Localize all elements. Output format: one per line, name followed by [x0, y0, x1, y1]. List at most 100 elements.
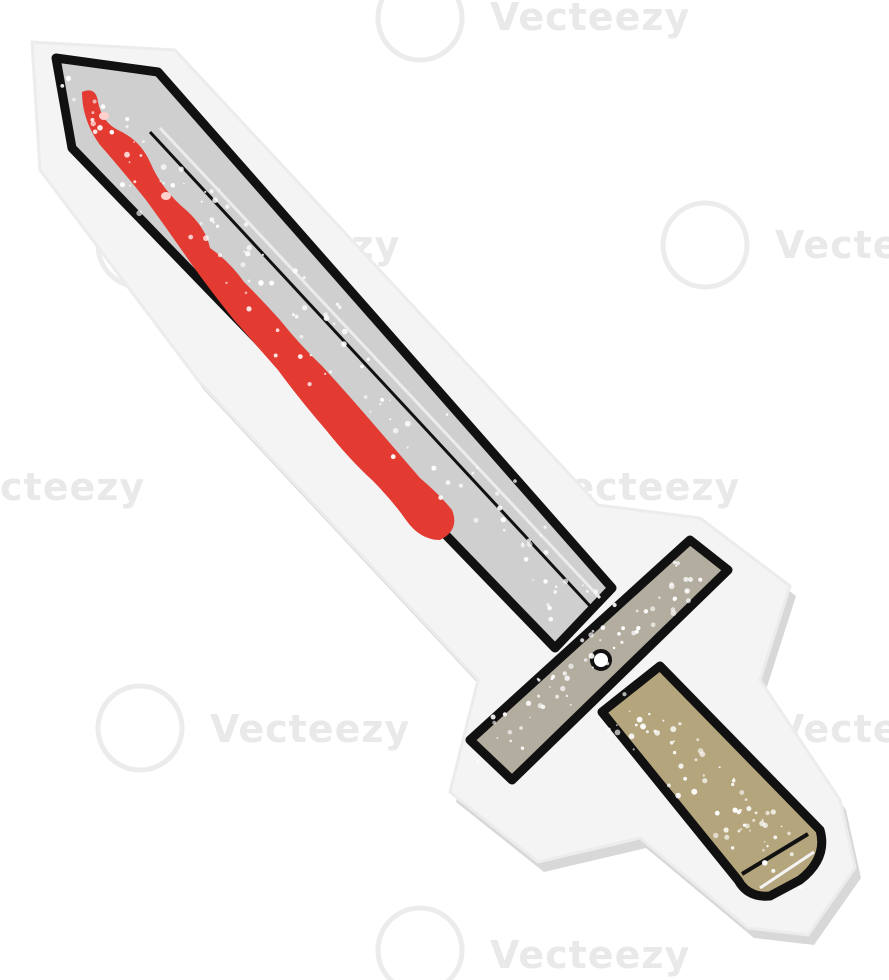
speckle — [513, 479, 517, 483]
speckle — [324, 372, 327, 375]
speckle — [258, 280, 264, 286]
speckle — [307, 382, 312, 387]
speckle — [771, 868, 776, 873]
speckle — [159, 180, 162, 183]
sword-grip — [597, 661, 827, 901]
speckle — [246, 245, 252, 251]
sword-blade — [51, 53, 617, 653]
speckle — [702, 778, 708, 784]
speckle — [763, 841, 766, 843]
speckle — [583, 658, 588, 662]
speckle — [683, 576, 689, 582]
speckle — [309, 353, 312, 357]
speckle — [616, 724, 618, 726]
speckle — [582, 584, 584, 587]
speckle — [212, 221, 215, 224]
speckle — [209, 217, 215, 223]
speckle — [532, 578, 535, 581]
speckle — [588, 653, 595, 659]
speckle — [555, 694, 559, 699]
speckle — [292, 268, 298, 274]
speckle — [553, 590, 558, 594]
speckle — [673, 740, 675, 743]
speckle — [543, 579, 548, 584]
speckle — [739, 790, 745, 795]
speckle — [328, 370, 333, 374]
speckle — [537, 694, 541, 698]
speckle — [662, 719, 665, 722]
speckle — [617, 632, 621, 636]
speckle — [406, 446, 409, 449]
speckle — [685, 598, 691, 604]
speckle — [502, 528, 506, 532]
speckle — [507, 729, 513, 735]
speckle — [614, 729, 621, 736]
speckle — [100, 104, 106, 110]
speckle — [678, 763, 684, 769]
speckle — [780, 825, 783, 828]
speckle — [519, 726, 523, 730]
speckle — [762, 860, 768, 866]
speckle — [183, 182, 185, 185]
speckle — [243, 222, 249, 227]
speckle — [688, 577, 693, 582]
watermark-text: Vecteezy — [210, 707, 410, 751]
speckle — [502, 712, 507, 717]
speckle — [569, 703, 572, 706]
speckle — [109, 129, 115, 135]
speckle — [497, 505, 503, 511]
speckle — [622, 692, 627, 697]
speckle — [685, 589, 689, 593]
speckle — [547, 605, 552, 611]
speckle — [540, 704, 546, 710]
speckle — [752, 818, 756, 822]
speckle — [204, 190, 207, 193]
speckle — [549, 686, 551, 688]
speckle — [445, 413, 449, 416]
speckle — [702, 774, 705, 777]
speckle — [275, 328, 280, 333]
speckle — [724, 834, 730, 840]
watermark-text: cteezy — [0, 465, 145, 509]
speckle — [366, 357, 370, 361]
speckle — [762, 822, 768, 829]
speckle — [212, 197, 218, 203]
speckle — [392, 427, 399, 434]
speckle — [560, 685, 566, 692]
speckle — [645, 730, 649, 734]
speckle — [588, 632, 594, 638]
distress-speckles — [60, 75, 803, 891]
speckle — [141, 140, 145, 144]
speckle — [476, 760, 480, 763]
speckle — [564, 675, 570, 681]
speckle — [593, 589, 599, 594]
speckle — [492, 720, 497, 725]
speckle — [672, 750, 677, 755]
speckle — [297, 354, 303, 359]
speckle — [509, 739, 512, 743]
speckle — [473, 517, 479, 523]
speckle — [670, 726, 677, 733]
speckle — [565, 694, 569, 698]
speckle — [337, 305, 342, 310]
speckle — [496, 737, 499, 739]
speckle — [742, 823, 747, 827]
speckle — [225, 281, 228, 285]
speckle — [380, 397, 385, 402]
speckle — [744, 798, 748, 801]
speckle — [341, 341, 347, 347]
speckle — [672, 596, 678, 601]
speckle — [200, 200, 203, 203]
speckle — [543, 525, 547, 529]
speckle — [369, 410, 372, 413]
speckle — [669, 740, 674, 745]
speckle — [621, 626, 625, 631]
speckle — [773, 835, 778, 840]
speckle — [520, 746, 525, 750]
speckle — [605, 661, 610, 666]
speckle — [128, 161, 131, 164]
speckle — [332, 322, 336, 326]
speckle — [628, 710, 631, 713]
speckle — [635, 609, 639, 613]
